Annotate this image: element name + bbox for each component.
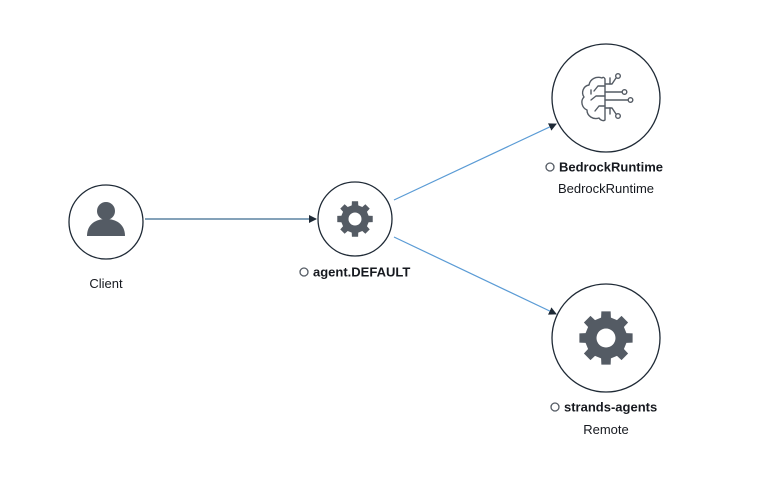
edge-agent-to-bedrock[interactable] xyxy=(393,123,557,201)
node-client[interactable]: Client xyxy=(68,184,144,291)
gear-icon xyxy=(337,201,373,237)
strands-name[interactable]: strands-agents xyxy=(564,400,657,415)
status-indicator xyxy=(545,162,555,172)
user-icon xyxy=(87,202,125,236)
strands-node-circle[interactable] xyxy=(551,283,661,393)
bedrock-node-circle[interactable] xyxy=(551,43,661,153)
edges xyxy=(145,123,557,315)
bedrock-name[interactable]: BedrockRuntime xyxy=(559,160,663,175)
gear-icon xyxy=(579,311,633,365)
node-agent[interactable]: agent.DEFAULT xyxy=(299,181,410,280)
bedrock-type: BedrockRuntime xyxy=(558,181,654,196)
status-indicator xyxy=(550,402,560,412)
node-bedrock[interactable]: BedrockRuntime BedrockRuntime xyxy=(545,43,663,196)
agent-name-row: agent.DEFAULT xyxy=(299,265,410,280)
bedrock-name-row: BedrockRuntime xyxy=(545,160,663,175)
edge-agent-to-strands[interactable] xyxy=(393,236,557,315)
strands-type: Remote xyxy=(583,422,629,437)
agent-node-circle[interactable] xyxy=(317,181,393,257)
strands-name-row: strands-agents xyxy=(550,400,657,415)
brain-circuit-icon xyxy=(581,73,634,122)
status-indicator xyxy=(299,267,309,277)
agent-name[interactable]: agent.DEFAULT xyxy=(313,265,410,280)
node-strands-agents[interactable]: strands-agents Remote xyxy=(550,283,661,437)
client-label: Client xyxy=(89,276,123,291)
